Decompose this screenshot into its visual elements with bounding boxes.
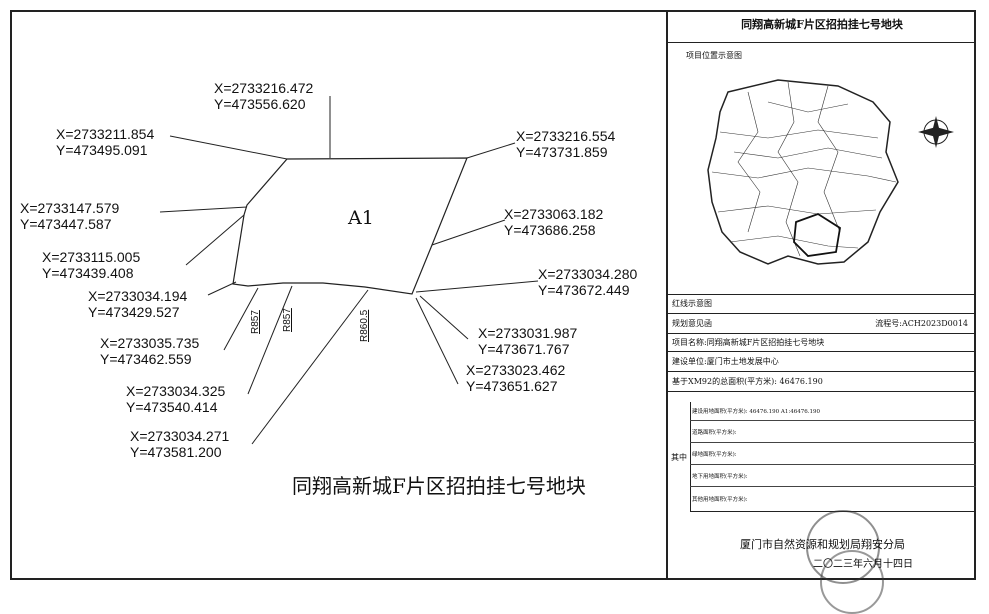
leader-line [415,297,459,385]
leader-line [466,142,516,159]
radius-label: R857 [282,308,293,332]
leader-line [431,219,506,246]
project-name-row: 项目名称:同翔高新城F片区招拍挂七号地块 [668,334,976,352]
redline-row: 红线示意图 [668,294,976,314]
location-map: 项目位置示意图 [668,42,976,295]
radius-label: R857 [250,310,261,334]
location-map-label: 项目位置示意图 [686,51,742,60]
north-arrow-icon [918,116,954,148]
radius-label: R860.5 [359,309,370,342]
leader-line [223,287,259,351]
info-panel: 同翔高新城F片区招拍挂七号地块 项目位置示意图 [668,10,976,614]
builder-row: 建设单位:厦门市土地发展中心 [668,352,976,372]
opinion-row: 规划意见函 流程号:ACH2023D0014 [668,314,976,334]
leader-line [247,285,293,395]
leader-line [251,289,369,445]
leader-line [415,280,539,293]
leader-lines [159,96,539,445]
total-area-row: 基于XM92的总面积(平方米): 46476.190 [668,372,976,392]
leader-line [207,281,237,296]
panel-divider [666,10,668,580]
parcel-boundary [232,157,468,295]
map-frame [10,10,976,580]
panel-title: 同翔高新城F片区招拍挂七号地块 [668,10,976,43]
zhong-label: 其中 [668,402,691,512]
issuing-bureau: 厦门市自然资源和规划局翔安分局 [740,538,905,551]
issue-date: 二〇二三年六月十四日 [813,559,913,570]
leader-line [419,295,469,340]
sub-row: 建设用地面积(平方米): 46476.190 A1:46476.190 [692,409,820,415]
parcel-label: A1 [348,207,374,229]
leader-line [185,214,245,266]
leader-line [159,206,248,213]
sub-row: 绿地面积(平方米): [690,442,976,464]
leader-line [169,135,288,160]
sub-row: 道路面积(平方米): [690,420,976,442]
location-map-drawing [707,79,954,265]
parcel-drawing [159,96,539,445]
sub-row: 其他用地面积(平方米): [690,486,976,512]
map-title: 同翔高新城F片区招拍挂七号地块 [292,474,586,498]
sub-row: 地下用地面积(平方米): [690,464,976,486]
